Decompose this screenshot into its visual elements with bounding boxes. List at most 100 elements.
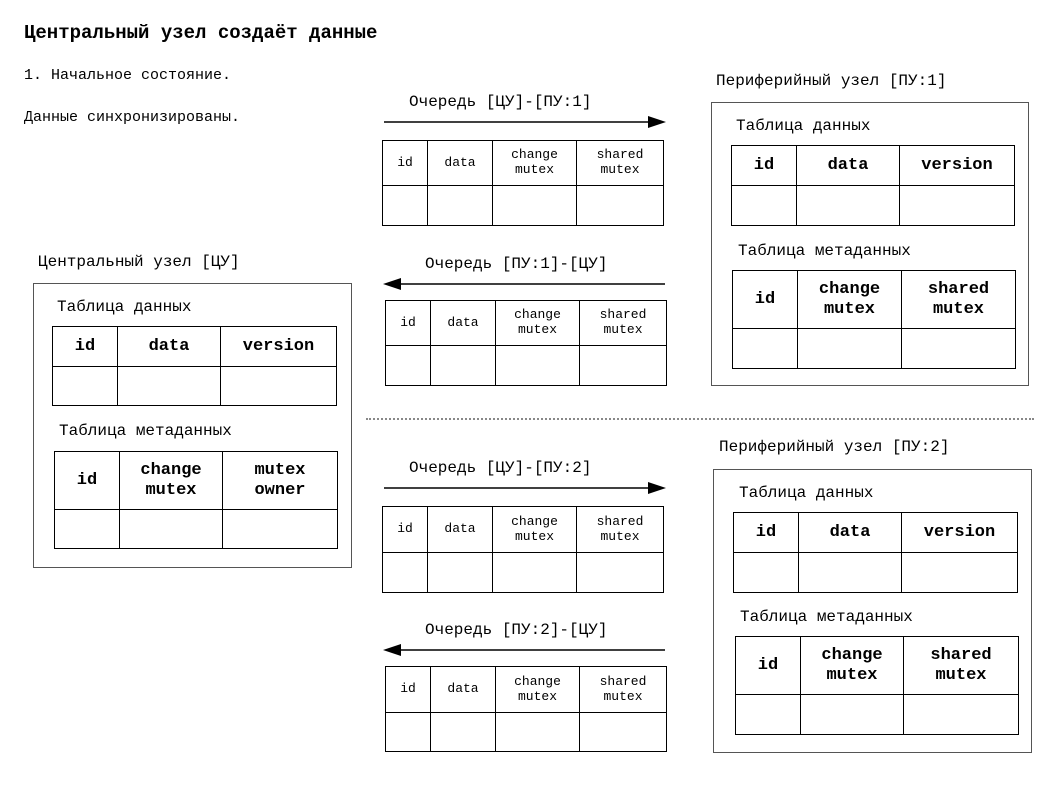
central-node-label: Центральный узел [ЦУ]: [38, 253, 240, 271]
header-line: mutex: [600, 528, 640, 544]
central-data-table: id data version: [52, 326, 337, 406]
pu2-data-table: id data version: [733, 512, 1018, 593]
pu2-meta-table-title: Таблица метаданных: [740, 608, 913, 626]
pu1-meta-table-title: Таблица метаданных: [738, 242, 911, 260]
header-line: shared: [927, 279, 990, 299]
header-line: change: [511, 513, 558, 529]
col-header-id: id: [733, 512, 799, 553]
peripheral-node-1-box: Таблица данных id data version Таблица м…: [711, 102, 1029, 386]
col-header-id: id: [52, 326, 118, 367]
table-row: [52, 366, 337, 406]
header-line: change: [140, 460, 202, 480]
header-line: shared: [599, 307, 647, 323]
peripheral-node-1-label: Периферийный узел [ПУ:1]: [716, 72, 947, 90]
queue-4-label: Очередь [ПУ:2]-[ЦУ]: [425, 621, 608, 639]
col-header-id: id: [735, 636, 801, 695]
col-header-id: id: [732, 270, 798, 329]
header-line: change: [514, 673, 561, 689]
col-header-data: data: [117, 326, 221, 367]
table-row: [382, 552, 664, 593]
header-line: mutex: [517, 322, 557, 337]
page-title: Центральный узел создаёт данные: [24, 22, 378, 44]
header-line: change: [511, 147, 558, 163]
table-row: [54, 509, 338, 549]
header-line: shared: [596, 513, 644, 529]
table-row: [731, 185, 1015, 226]
col-header-data: data: [430, 666, 496, 713]
col-header-id: id: [731, 145, 797, 186]
col-header-id: id: [385, 666, 431, 713]
header-line: shared: [599, 673, 647, 689]
right-arrow-icon: [384, 116, 666, 128]
peripheral-node-2-box: Таблица данных id data version Таблица м…: [713, 469, 1032, 753]
col-header-data: data: [427, 506, 493, 553]
col-header-id: id: [385, 300, 431, 346]
queue-1-label: Очередь [ЦУ]-[ПУ:1]: [409, 93, 592, 111]
header-line: mutex: [603, 322, 643, 337]
table-row: [735, 694, 1019, 735]
table-row: [385, 712, 667, 752]
col-header-id: id: [382, 506, 428, 553]
col-header-data: data: [796, 145, 900, 186]
header-line: mutex: [514, 528, 554, 544]
col-header-version: version: [220, 326, 337, 367]
peripheral-node-2-label: Периферийный узел [ПУ:2]: [719, 438, 950, 456]
step-label: 1. Начальное состояние.: [24, 67, 232, 84]
section-divider: [366, 418, 1034, 420]
col-header-version: version: [901, 512, 1018, 553]
header-line: mutex: [145, 480, 197, 500]
pu1-data-table-title: Таблица данных: [736, 117, 871, 135]
queue-3-label: Очередь [ЦУ]-[ПУ:2]: [409, 459, 592, 477]
header-line: mutex: [254, 460, 306, 480]
header-line: owner: [254, 480, 306, 500]
col-header-id: id: [382, 140, 428, 186]
table-row: [733, 552, 1018, 593]
header-line: mutex: [823, 299, 875, 319]
header-line: change: [818, 279, 881, 299]
col-header-data: data: [427, 140, 493, 186]
col-header-id: id: [54, 451, 120, 510]
header-line: mutex: [517, 688, 557, 704]
central-node-box: Таблица данных id data version Таблица м…: [33, 283, 352, 568]
status-label: Данные синхронизированы.: [24, 109, 241, 126]
header-line: mutex: [935, 665, 987, 685]
header-line: change: [821, 645, 883, 665]
header-line: change: [514, 307, 561, 323]
pu1-data-table: id data version: [731, 145, 1015, 226]
table-row: [732, 328, 1016, 369]
right-arrow-icon: [384, 482, 666, 494]
left-arrow-icon: [383, 644, 665, 656]
header-line: mutex: [932, 299, 984, 319]
header-line: shared: [930, 645, 992, 665]
header-line: mutex: [603, 688, 643, 704]
left-arrow-icon: [383, 278, 665, 290]
header-line: shared: [596, 147, 644, 163]
header-line: mutex: [826, 665, 878, 685]
central-data-table-title: Таблица данных: [57, 298, 192, 316]
header-line: mutex: [600, 162, 640, 177]
table-row: [382, 185, 664, 226]
pu2-data-table-title: Таблица данных: [739, 484, 874, 502]
header-line: mutex: [514, 162, 554, 177]
central-meta-table-title: Таблица метаданных: [59, 422, 232, 440]
col-header-version: version: [899, 145, 1015, 186]
